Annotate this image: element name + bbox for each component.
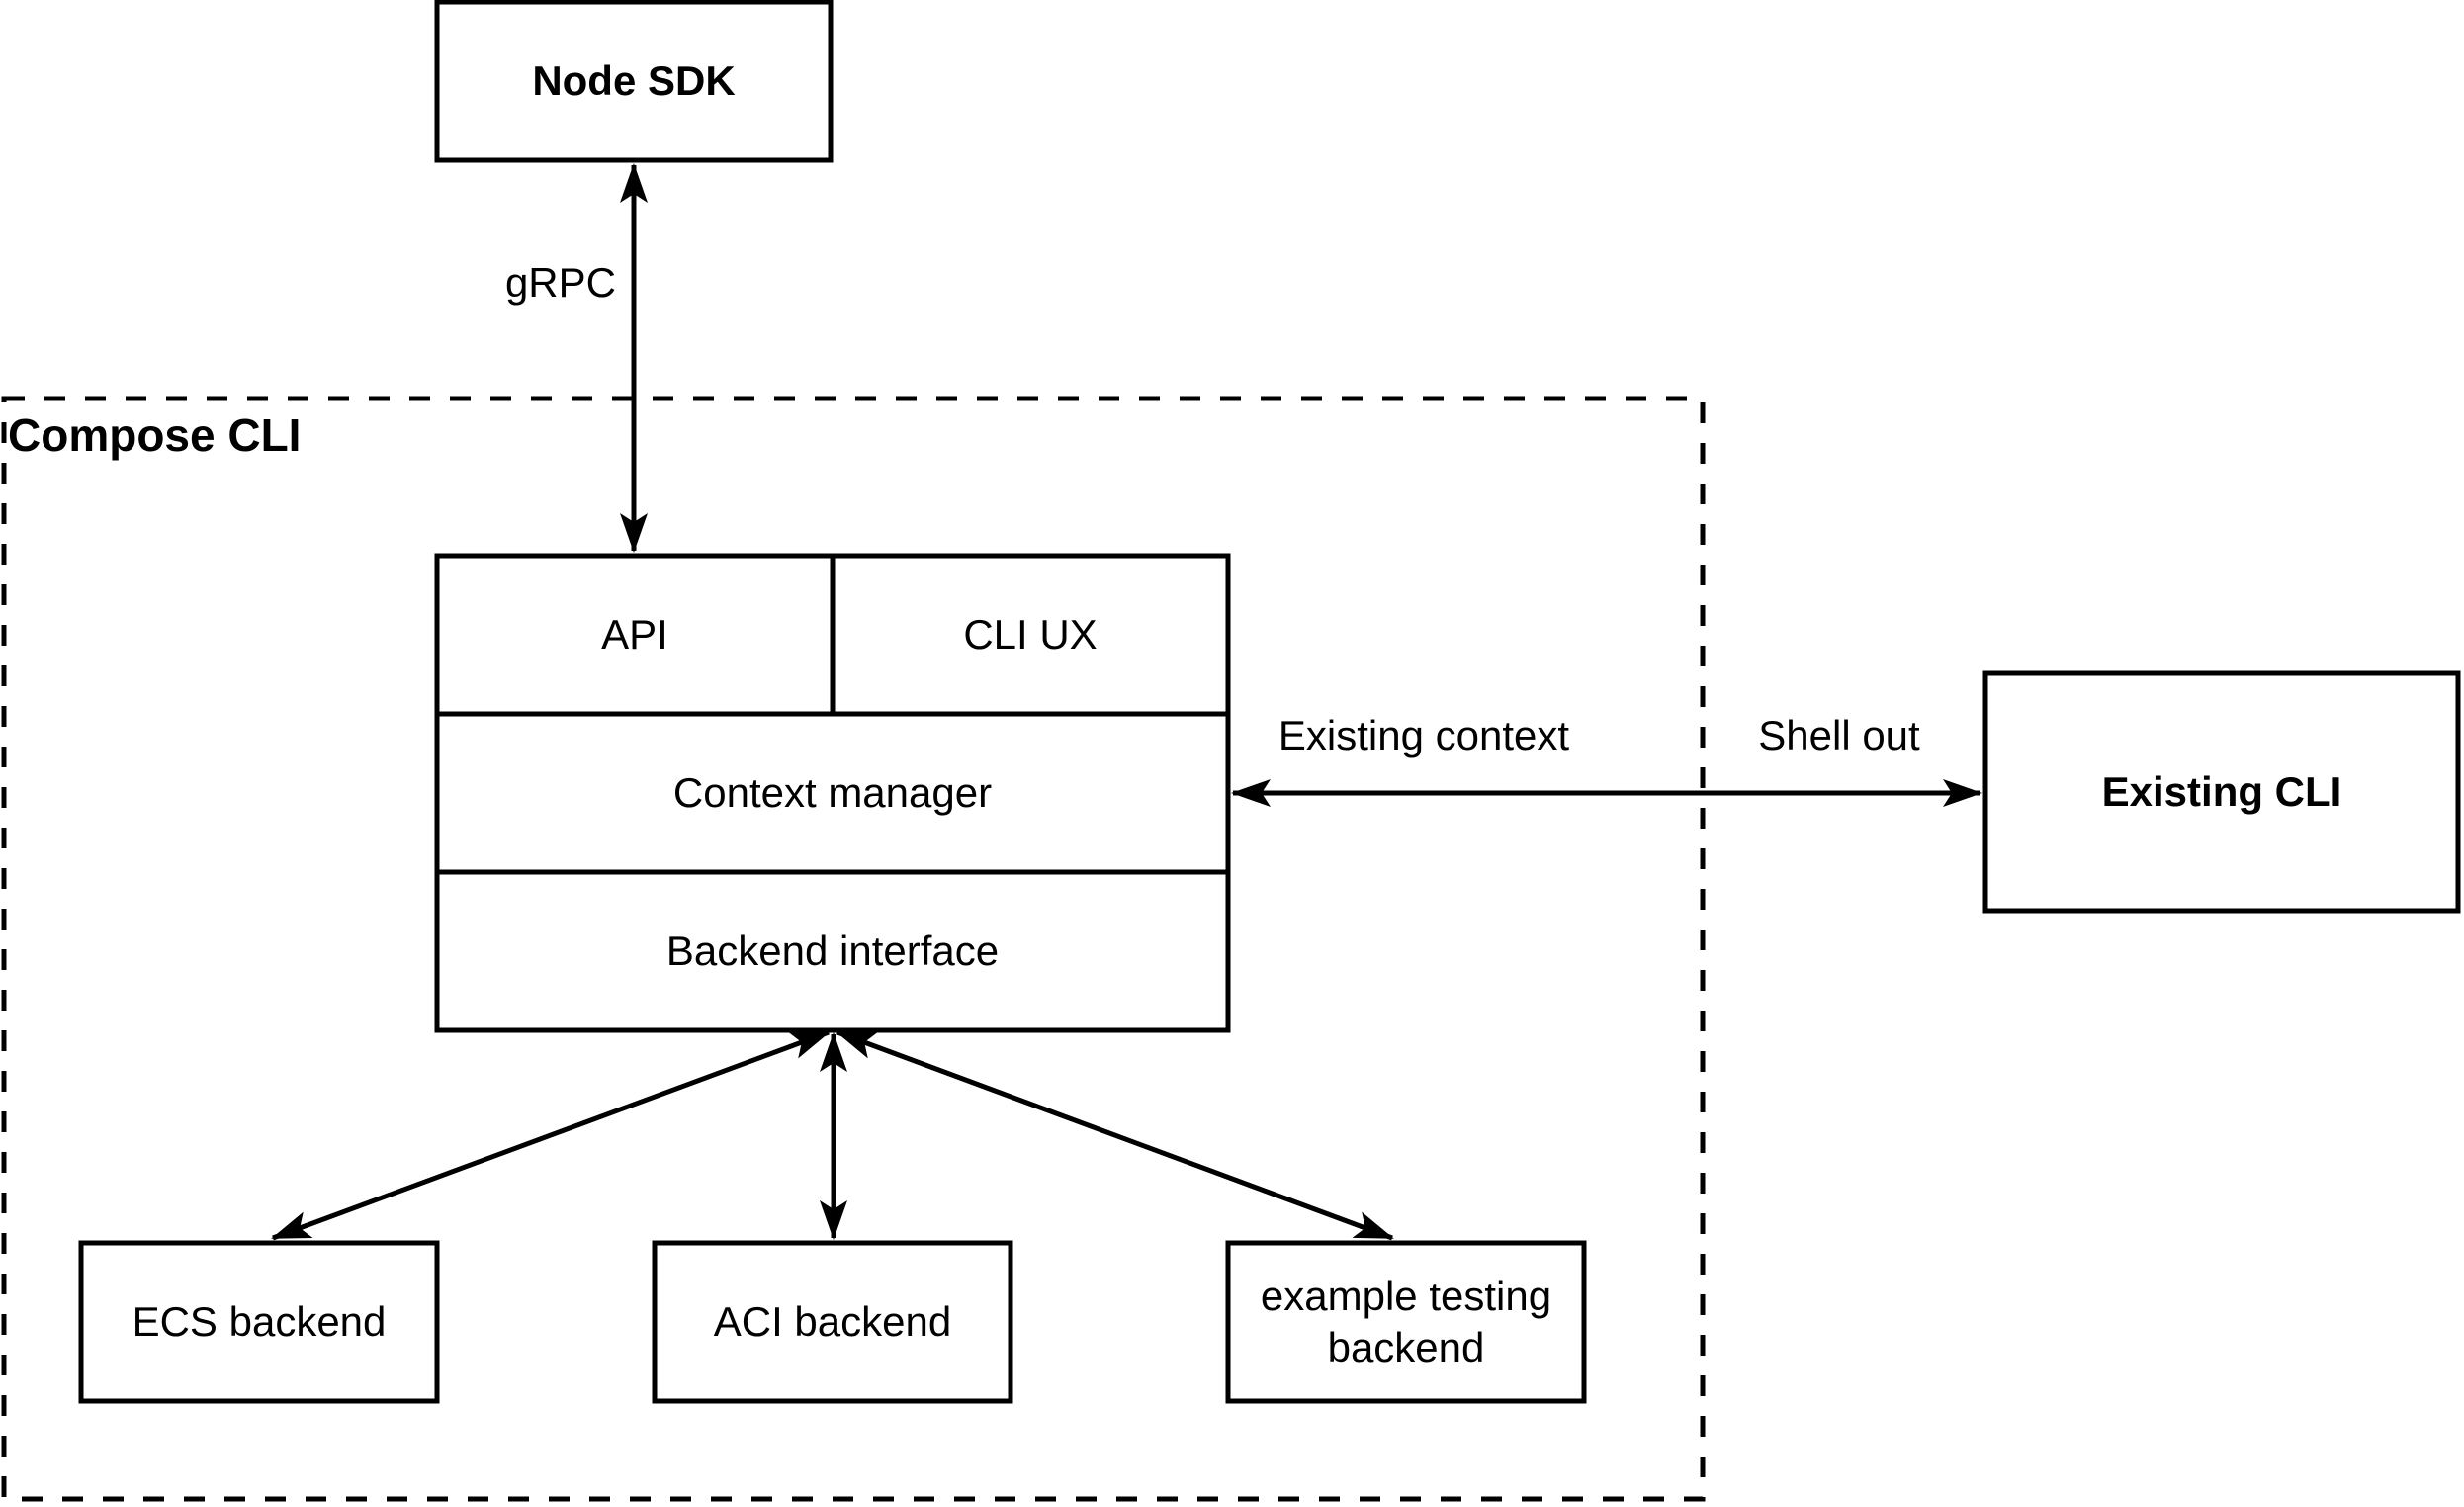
shell-out-edge-label: Shell out bbox=[1758, 711, 1920, 758]
compose-cli-container bbox=[1, 396, 1706, 1502]
cli-ux-label: CLI UX bbox=[963, 610, 1098, 658]
api-label: API bbox=[601, 610, 668, 658]
cli-ux-box bbox=[830, 553, 1231, 717]
example-testing-backend-box bbox=[1225, 1240, 1587, 1404]
node-sdk-box bbox=[434, 0, 834, 163]
ecs-backend-box bbox=[78, 1240, 440, 1404]
example-testing-backend-label: example testing backend bbox=[1260, 1272, 1552, 1372]
backend-interface-label: Backend interface bbox=[665, 927, 1000, 974]
grpc-edge-label: gRPC bbox=[504, 258, 616, 306]
existing-context-edge-label: Existing context bbox=[1277, 711, 1570, 758]
ecs-backend-label: ECS backend bbox=[132, 1297, 387, 1345]
node-sdk-label: Node SDK bbox=[532, 56, 736, 104]
backend-interface-box bbox=[434, 869, 1231, 1033]
context-manager-label: Context manager bbox=[672, 768, 993, 816]
aci-backend-box bbox=[652, 1240, 1013, 1404]
backend-to-example-edge bbox=[836, 1029, 1394, 1241]
existing-cli-label: Existing CLI bbox=[2101, 767, 2342, 815]
aci-backend-label: ACI backend bbox=[713, 1297, 952, 1345]
existing-cli-box bbox=[1982, 670, 2461, 914]
backend-to-ecs-edge bbox=[271, 1029, 831, 1241]
compose-cli-container-label: Compose CLI bbox=[8, 409, 302, 462]
